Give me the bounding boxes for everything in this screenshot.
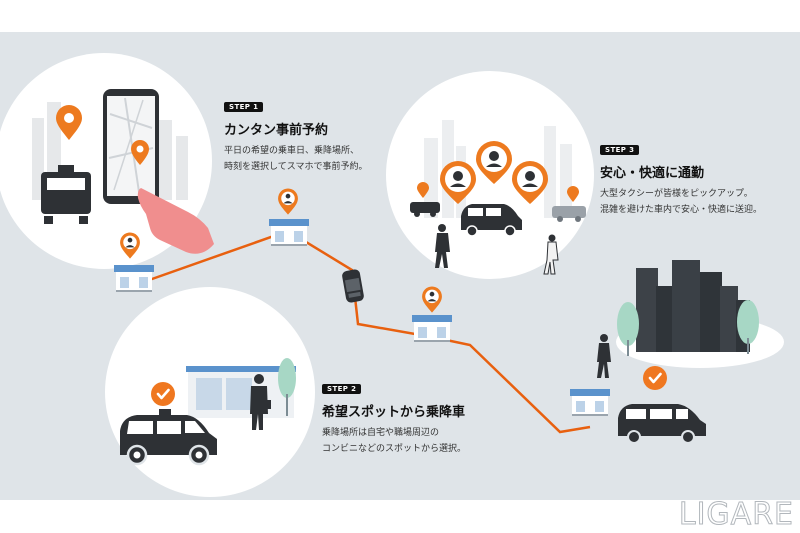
step1-description-line: 平日の希望の乗車日、乗降場所、 <box>224 146 360 156</box>
step3-description-line: 大型タクシーが皆様をピックアップ。 <box>600 189 753 199</box>
step2-description: 乗降場所は自宅や職場周辺の コンビニなどのスポットから選択。 <box>322 425 466 457</box>
location-pin-icon <box>422 286 442 313</box>
taxi-icon <box>342 269 364 303</box>
store-icon <box>412 315 452 342</box>
location-pin-icon <box>417 182 429 198</box>
location-pin-icon <box>476 141 512 184</box>
tree-icon <box>617 302 639 356</box>
store-icon <box>570 389 610 416</box>
person-icon <box>250 374 271 430</box>
person-icon <box>435 224 450 268</box>
step3-block: STEP 3 安心・快適に通勤 大型タクシーが皆様をピックアップ。 混雑を避けた… <box>600 137 762 218</box>
step2-title: 希望スポットから乗降車 <box>322 405 466 420</box>
step2-badge: STEP 2 <box>322 384 362 394</box>
step3-description-line: 混雑を避けた車内で安心・快適に送迎。 <box>600 205 763 215</box>
location-pin-icon <box>131 140 149 165</box>
step1-description: 平日の希望の乗車日、乗降場所、 時刻を選択してスマホで事前予約。 <box>224 143 367 175</box>
smartphone-icon <box>103 89 159 204</box>
step1-description-line: 時刻を選択してスマホで事前予約。 <box>224 162 368 172</box>
step3-description: 大型タクシーが皆様をピックアップ。 混雑を避けた車内で安心・快適に送迎。 <box>600 186 762 218</box>
person-icon <box>597 334 611 378</box>
location-pin-icon <box>56 105 82 140</box>
checkmark-icon <box>149 380 177 408</box>
location-pin-icon <box>567 186 579 202</box>
illustration-panel: STEP 1 カンタン事前予約 平日の希望の乗車日、乗降場所、 時刻を選択してス… <box>0 32 800 500</box>
step2-block: STEP 2 希望スポットから乗降車 乗降場所は自宅や職場周辺の コンビニなどの… <box>322 376 466 457</box>
step2-description-line: 乗降場所は自宅や職場周辺の <box>322 428 440 438</box>
ligare-logo: LIGARE <box>678 497 794 533</box>
location-pin-icon <box>440 161 476 204</box>
step1-title: カンタン事前予約 <box>224 123 329 138</box>
step3-title: 安心・快適に通勤 <box>600 166 705 181</box>
taxi-icon <box>618 404 706 444</box>
store-icon <box>269 219 309 246</box>
location-pin-icon <box>512 161 548 204</box>
building-icon <box>636 260 750 352</box>
tree-icon <box>737 300 759 354</box>
step1-badge: STEP 1 <box>224 102 264 112</box>
step1-block: STEP 1 カンタン事前予約 平日の希望の乗車日、乗降場所、 時刻を選択してス… <box>224 94 367 175</box>
checkmark-icon <box>641 364 669 392</box>
route-illustration <box>0 53 784 497</box>
store-icon <box>114 265 154 292</box>
location-pin-icon <box>278 188 298 215</box>
hand-icon <box>137 188 214 254</box>
step3-badge: STEP 3 <box>600 145 640 155</box>
taxi-icon <box>461 204 522 237</box>
step2-description-line: コンビニなどのスポットから選択。 <box>322 444 467 454</box>
person-icon <box>543 234 559 275</box>
